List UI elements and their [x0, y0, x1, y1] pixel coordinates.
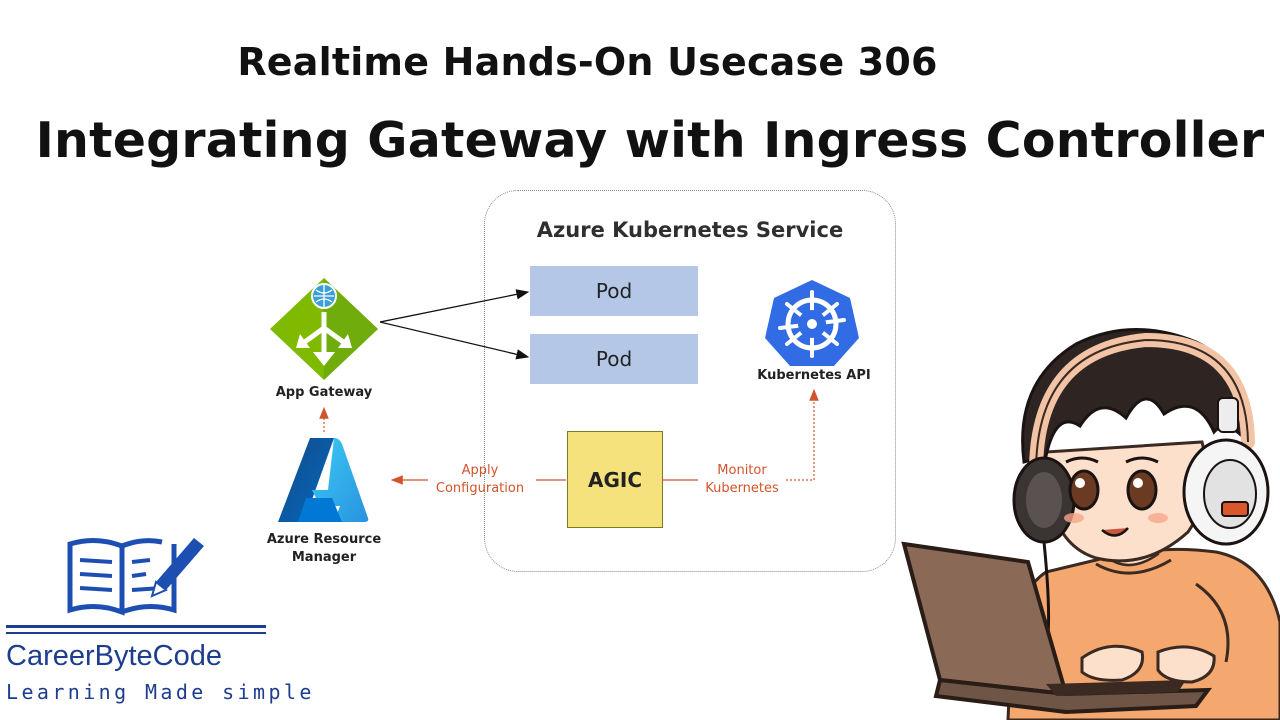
open-book-pencil-icon: [67, 538, 204, 616]
azure-resource-manager-label: Azure Resource Manager: [266, 532, 382, 565]
monitor-kubernetes-label: Monitor Kubernetes: [705, 463, 779, 496]
pod-box-1: Pod: [530, 266, 698, 316]
page-title: Integrating Gateway with Ingress Control…: [35, 112, 1265, 169]
aks-cluster-boundary: [484, 190, 896, 572]
brand-divider-top: [6, 625, 266, 628]
gateway-to-pod1-arrow: [379, 289, 530, 323]
boy-with-headphones-laptop-illustration: [901, 328, 1280, 720]
pod-box-2: Pod: [530, 334, 698, 384]
kubernetes-api-label: Kubernetes API: [757, 368, 871, 383]
brand-divider-bottom: [6, 632, 266, 634]
gateway-to-pod2-arrow: [379, 321, 530, 360]
app-gateway-label: App Gateway: [275, 385, 373, 400]
aks-cluster-label: Azure Kubernetes Service: [536, 218, 844, 242]
agic-box: AGIC: [567, 431, 663, 528]
apply-configuration-label: Apply Configuration: [435, 463, 525, 496]
monitor-to-k8s-arrow: [786, 388, 819, 481]
azure-logo-icon: [278, 438, 369, 522]
app-gateway-icon: [270, 278, 378, 380]
brand-tagline: Learning Made simple: [6, 680, 315, 704]
subtitle: Realtime Hands-On Usecase 306: [237, 40, 938, 84]
kubernetes-helm-icon: [765, 280, 859, 366]
brand-name: CareerByteCode: [6, 640, 222, 672]
